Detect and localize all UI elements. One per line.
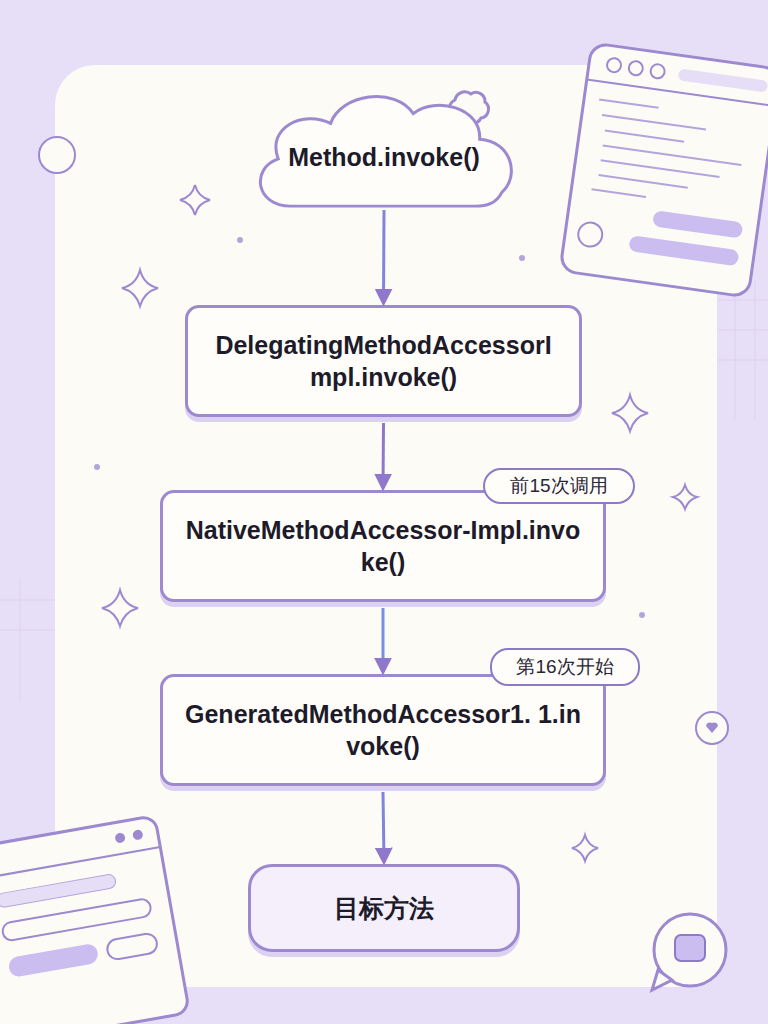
flow-arrow xyxy=(382,423,386,488)
step-badge: 第16次开始 xyxy=(490,648,640,686)
process-box: NativeMethodAccessor-Impl.invoke() xyxy=(160,490,606,602)
grid-pattern xyxy=(0,280,768,700)
process-box: GeneratedMethodAccessor1. 1.invoke() xyxy=(160,674,606,786)
flow-arrow xyxy=(382,210,386,303)
sparkle-dot xyxy=(94,237,645,618)
node-text: NativeMethodAccessor-Impl.invoke() xyxy=(185,514,581,579)
sparkle xyxy=(102,185,697,861)
process-box: 目标方法 xyxy=(248,864,520,952)
node-text: Method.invoke() xyxy=(288,141,480,174)
ui-window xyxy=(0,816,189,1024)
node-text: GeneratedMethodAccessor1. 1.invoke() xyxy=(185,698,581,763)
process-box: DelegatingMethodAccessorImpl.invoke() xyxy=(185,305,582,417)
flow-arrow xyxy=(382,608,385,672)
code-window xyxy=(560,43,768,297)
heart-icon xyxy=(696,712,728,744)
deco-icon xyxy=(39,137,75,173)
heart-icon xyxy=(706,722,718,733)
flow-arrow xyxy=(383,792,384,862)
node-text: 目标方法 xyxy=(334,892,434,925)
chat-icon xyxy=(652,914,726,990)
cloud-node: Method.invoke() xyxy=(248,86,520,214)
node-text: DelegatingMethodAccessorImpl.invoke() xyxy=(210,329,557,394)
step-badge: 前15次调用 xyxy=(483,468,635,504)
